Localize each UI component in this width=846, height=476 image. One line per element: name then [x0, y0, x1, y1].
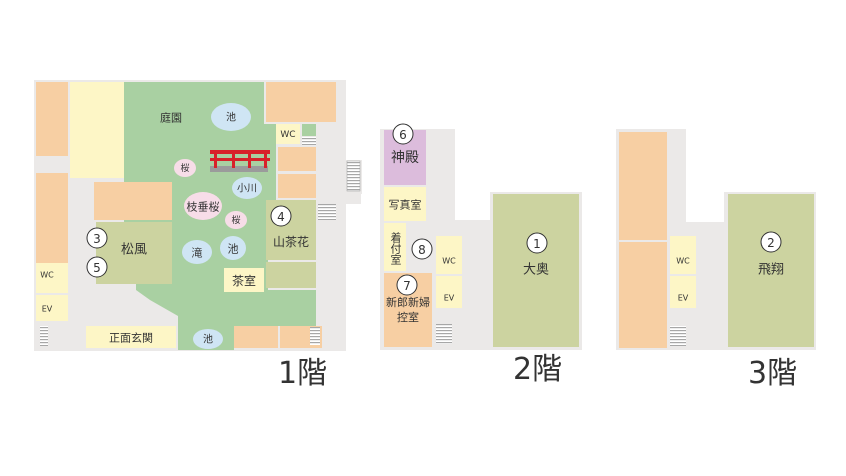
label-ev-3: EV — [678, 294, 689, 303]
room-near-garden — [94, 182, 172, 220]
label-ev-2: EV — [444, 294, 455, 303]
label-wc-2: WC — [442, 257, 456, 266]
label-kitsuke: 着付室 — [389, 231, 403, 265]
main-entrance — [86, 326, 176, 348]
room-shofu — [96, 222, 172, 284]
label-shashin: 写真室 — [389, 198, 422, 212]
label-hikae: 新郎新婦控室 — [386, 296, 430, 324]
label-hisho: 飛翔 — [758, 263, 784, 278]
label-entrance: 正面玄関 — [109, 331, 153, 345]
label-shofu: 松風 — [121, 243, 147, 258]
label-sakura-2: 桜 — [231, 214, 240, 226]
waterfall — [182, 240, 212, 264]
room-top-right — [266, 82, 336, 122]
svg-text:8: 8 — [418, 243, 426, 257]
label-wc-3: WC — [676, 257, 690, 266]
room-kitsuke — [384, 223, 406, 271]
label-wc: WC — [280, 130, 295, 140]
room-shashin — [384, 187, 426, 221]
label-ogawa: 小川 — [237, 183, 257, 195]
label-wc-left: WC — [40, 271, 54, 280]
label-pond-mid: 池 — [228, 243, 239, 256]
sakura-2 — [225, 211, 247, 229]
svg-text:5: 5 — [93, 261, 101, 275]
room-hisho — [728, 194, 814, 347]
room-3-bottom — [619, 242, 667, 348]
svg-text:4: 4 — [277, 210, 285, 224]
marker-3[interactable]: 3 — [86, 227, 108, 249]
label-pond-top: 池 — [226, 111, 236, 124]
room-3-top — [619, 132, 667, 240]
svg-text:2: 2 — [767, 236, 775, 250]
floor-2-plan: 神殿 写真室 着付室 WC EV 新郎新婦控室 大奥 6 8 7 1 — [380, 123, 582, 350]
marker-2[interactable]: 2 — [760, 231, 782, 253]
floor-2-label: 2階 — [513, 352, 563, 387]
marker-8[interactable]: 8 — [411, 238, 433, 260]
label-shinden: 神殿 — [391, 150, 419, 166]
floor-3-plan: WC EV 飛翔 2 — [616, 129, 816, 350]
label-chashitsu: 茶室 — [232, 273, 256, 288]
pond-top — [211, 103, 251, 131]
room-left-top — [36, 82, 68, 156]
floor-1-plan: 庭園 池 WC 桜 小川 枝垂桜 桜 山茶花 松風 滝 池 茶室 WC EV 正… — [34, 80, 362, 351]
marker-7[interactable]: 7 — [396, 274, 418, 296]
ogawa-stream — [232, 177, 262, 199]
marker-6[interactable]: 6 — [392, 123, 414, 145]
label-ooku: 大奥 — [523, 263, 549, 278]
label-sakura-1: 桜 — [180, 162, 189, 174]
marker-1[interactable]: 1 — [526, 232, 548, 254]
shidare-zakura — [184, 192, 222, 220]
floor-1-label: 1階 — [278, 356, 328, 391]
exterior-stairs — [346, 160, 361, 192]
red-bridge — [210, 150, 270, 172]
tea-room — [224, 268, 264, 292]
label-sansaka: 山茶花 — [273, 234, 309, 249]
label-garden: 庭園 — [160, 111, 182, 125]
label-ev: EV — [42, 305, 53, 314]
svg-text:3: 3 — [93, 232, 101, 246]
svg-text:6: 6 — [399, 128, 407, 142]
marker-5[interactable]: 5 — [86, 256, 108, 278]
svg-text:7: 7 — [403, 279, 411, 293]
label-pond-bottom: 池 — [203, 333, 213, 346]
marker-4[interactable]: 4 — [270, 205, 292, 227]
floor-3-label: 3階 — [748, 356, 798, 391]
label-taki: 滝 — [192, 247, 203, 260]
room-ooku — [493, 194, 579, 347]
sakura-1 — [174, 159, 196, 177]
pond-bottom — [193, 329, 223, 349]
corridor-yellow — [70, 82, 124, 178]
pond-mid — [220, 236, 246, 260]
room-left-mid — [36, 173, 68, 263]
svg-text:1: 1 — [533, 237, 541, 251]
label-shidare: 枝垂桜 — [187, 200, 220, 214]
